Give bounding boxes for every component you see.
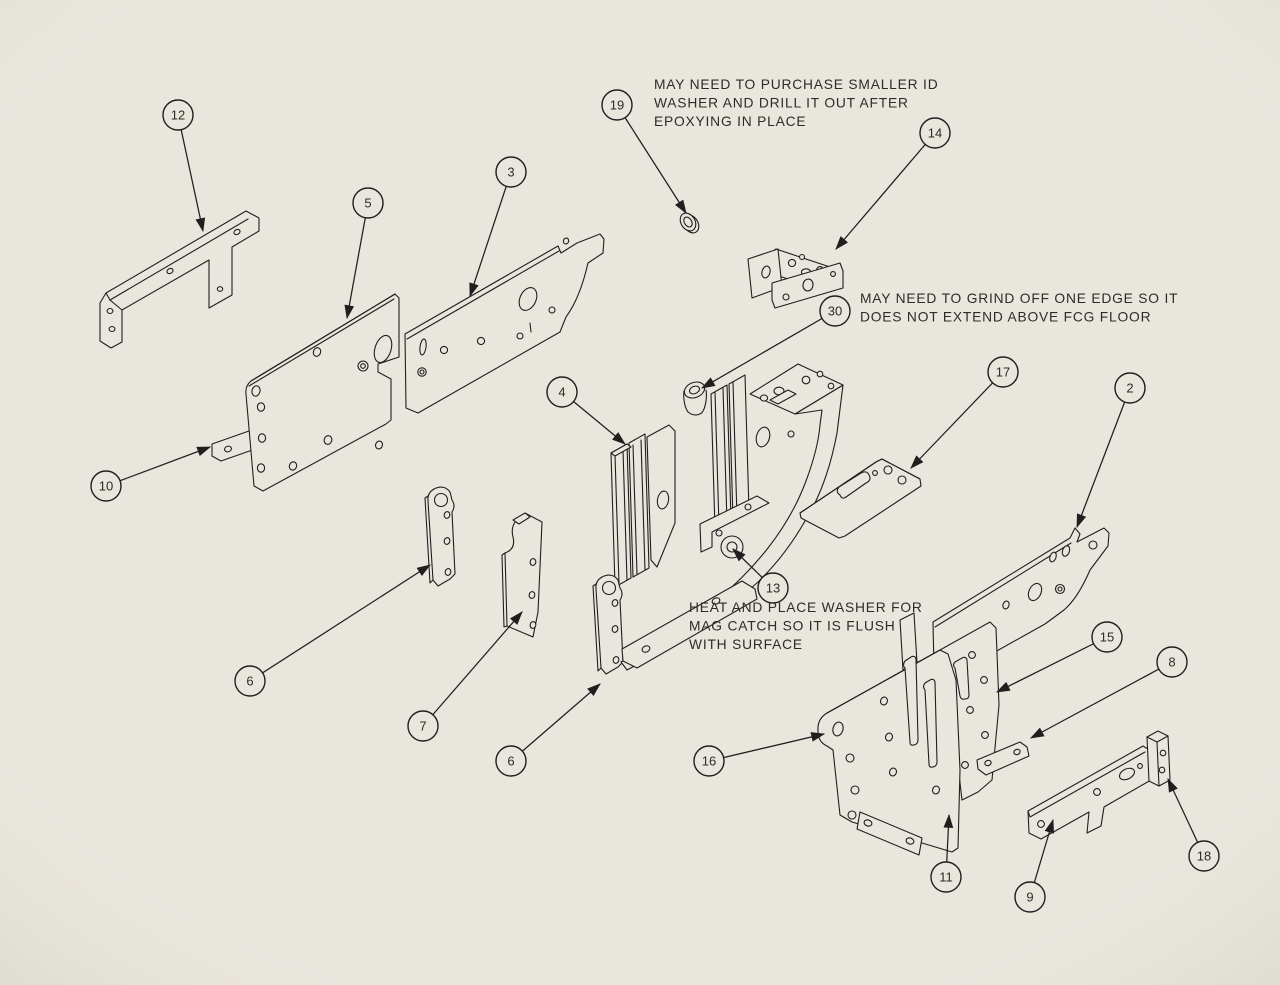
balloon-number: 11 — [939, 870, 953, 885]
balloon-number: 8 — [1168, 655, 1175, 670]
balloon-callout-12: 12 — [162, 99, 206, 233]
balloon-callout-6: 6 — [234, 564, 431, 697]
balloon-circle — [1091, 621, 1123, 653]
balloon-callout-16: 16 — [693, 732, 826, 777]
balloon-circle — [234, 665, 266, 697]
balloon-circle — [757, 572, 789, 604]
balloon-circle — [495, 156, 527, 188]
balloon-number: 13 — [766, 581, 780, 596]
balloon-circle — [1188, 840, 1220, 872]
leader-line — [708, 732, 826, 762]
leader-line — [1076, 387, 1131, 529]
balloon-callout-15: 15 — [995, 621, 1123, 693]
balloon-callout-4: 4 — [546, 376, 626, 445]
balloon-number: 17 — [996, 365, 1010, 380]
balloon-number: 5 — [364, 196, 371, 211]
balloon-circle — [162, 99, 194, 131]
balloon-circle — [546, 376, 578, 408]
balloon-callout-14: 14 — [835, 117, 951, 250]
balloon-number: 19 — [610, 98, 624, 113]
balloon-circle — [407, 710, 439, 742]
leader-line — [469, 171, 512, 298]
balloon-callout-19: 19 — [601, 89, 687, 214]
balloon-circle — [1114, 372, 1146, 404]
balloon-callout-10: 10 — [90, 446, 212, 502]
balloon-circle — [90, 470, 122, 502]
balloon-circle — [919, 117, 951, 149]
balloon-number: 3 — [507, 165, 514, 180]
balloon-circle — [1014, 881, 1046, 913]
leader-line — [835, 132, 936, 250]
balloon-number: 4 — [558, 385, 565, 400]
leader-line — [1029, 661, 1173, 739]
balloon-callout-2: 2 — [1076, 372, 1146, 529]
leader-line — [700, 310, 836, 389]
balloon-callout-11: 11 — [930, 813, 962, 893]
leader-line — [616, 104, 687, 214]
balloon-circle — [693, 745, 725, 777]
leader-line — [910, 371, 1004, 469]
balloon-number: 7 — [419, 719, 426, 734]
balloon-circle — [352, 187, 384, 219]
balloon-callout-17: 17 — [910, 356, 1019, 469]
balloon-number: 16 — [702, 754, 716, 769]
balloon-callout-3: 3 — [469, 156, 527, 298]
balloon-callout-6: 6 — [495, 683, 601, 777]
balloon-circle — [1156, 646, 1188, 678]
balloon-number: 6 — [246, 674, 253, 689]
balloon-number: 30 — [828, 304, 842, 319]
balloon-circle — [987, 356, 1019, 388]
leader-line — [510, 683, 601, 762]
balloon-callout-8: 8 — [1029, 646, 1188, 739]
leader-line — [422, 611, 523, 727]
leader-line — [105, 446, 212, 487]
balloon-callout-13: 13 — [732, 548, 789, 604]
balloon-number: 15 — [1100, 630, 1114, 645]
leader-line — [995, 636, 1108, 693]
balloon-callout-7: 7 — [407, 611, 523, 742]
balloon-number: 12 — [171, 108, 185, 123]
leader-line — [249, 564, 431, 682]
balloon-circle — [495, 745, 527, 777]
leader-line — [344, 202, 369, 320]
balloon-callout-30: 30 — [700, 295, 851, 389]
balloon-circle — [819, 295, 851, 327]
balloon-callout-9: 9 — [1014, 818, 1055, 913]
balloon-number: 18 — [1197, 849, 1211, 864]
balloon-callout-18: 18 — [1167, 777, 1220, 872]
balloon-number: 10 — [99, 479, 113, 494]
balloon-circle — [601, 89, 633, 121]
balloon-callout-5: 5 — [344, 187, 384, 320]
balloon-number: 9 — [1026, 890, 1033, 905]
callout-overlay: 12 19 14 3 5 30 17 2 4 10 13 6 15 8 7 6 16 18 11 9 MAY NEED … — [90, 77, 1220, 913]
balloon-circle — [930, 861, 962, 893]
balloon-number: 14 — [928, 126, 942, 141]
balloon-number: 6 — [507, 754, 514, 769]
balloon-number: 2 — [1126, 381, 1133, 396]
leader-line — [177, 114, 206, 233]
